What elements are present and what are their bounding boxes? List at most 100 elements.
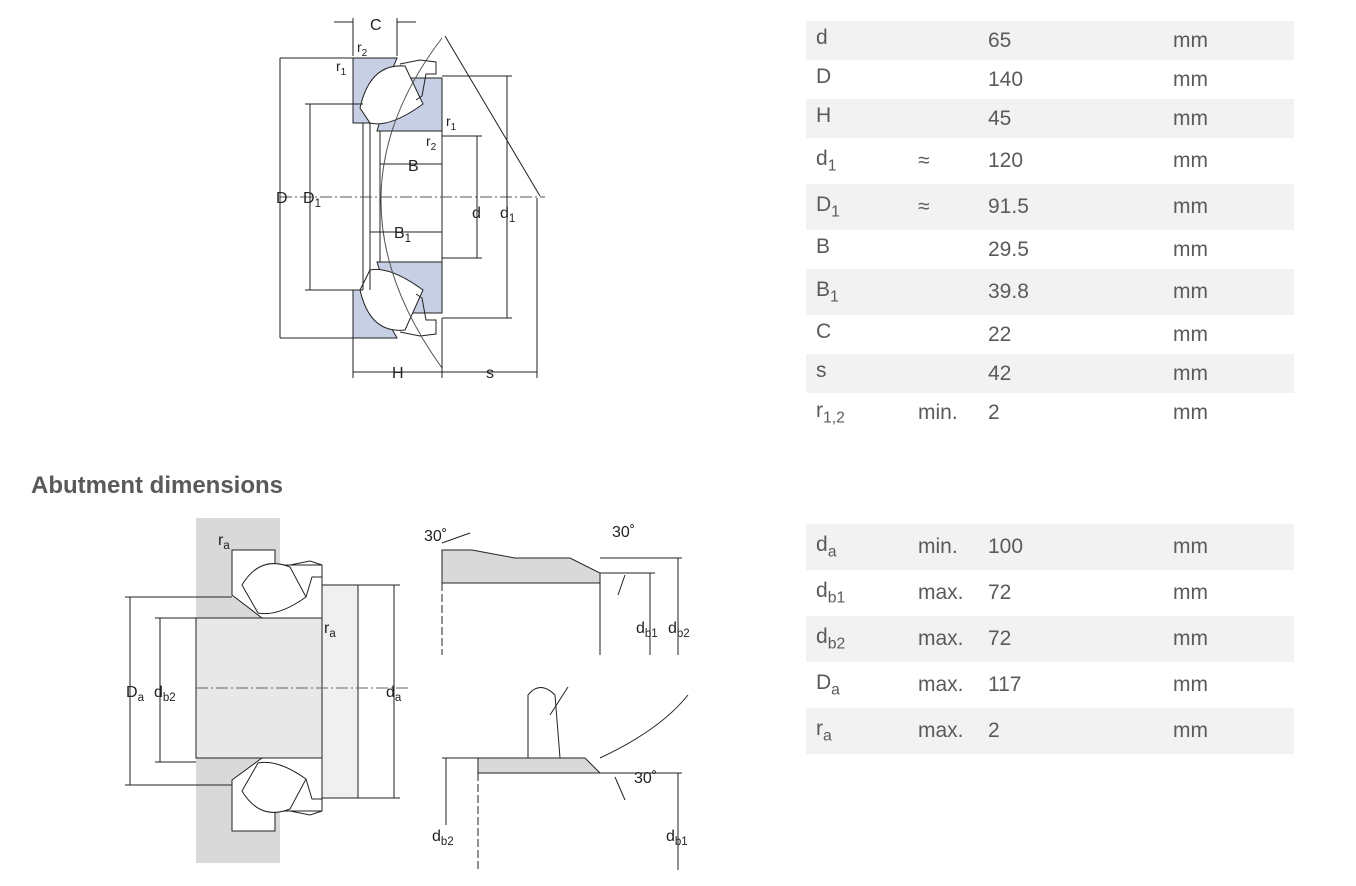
label-r1-top: r1 [336,58,347,78]
dimension-unit: mm [1173,149,1208,172]
roller-bottom [359,268,424,331]
label-ra-shaft: ra [324,620,336,640]
dimension-value: 39.8 [978,269,1163,315]
dimension-symbol: d1 [816,146,837,175]
bearing-cross-section-drawing: C r2 r1 r1 r2 B B1 D D1 d d1 H s [276,17,545,382]
dimension-unit: mm [1163,708,1294,754]
dimension-qualifier: max. [908,616,978,662]
dimension-qualifier [908,354,978,393]
abutment-dimensions-table: da min. 100 mm db1 max. 72 mm db2 max. 7… [806,524,1294,754]
dimension-qualifier: min. [908,524,978,570]
table-row: db1 max. 72 mm [806,570,1294,616]
abutment-drawing: ra ra Da db2 da [125,518,410,863]
dimension-value: 22 [988,322,1012,346]
dimension-value: 140 [988,67,1024,91]
dimension-symbol: d [806,21,908,60]
dimension-value: 29.5 [988,237,1029,261]
table-row: ra max. 2 mm [806,708,1294,754]
dimension-qualifier [908,230,978,269]
table-row: d 65 mm [806,21,1294,60]
label-d: d [472,205,481,222]
cage-top [399,59,437,101]
label-db2-lower: db2 [432,828,454,848]
table-row: H 45 mm [806,99,1294,138]
label-db2: db2 [154,684,176,704]
bearing-dimensions-table: d 65 mm D 140 mm H 45 mm d1 ≈ 120 mm D1 … [806,21,1294,433]
dimension-qualifier: max. [908,708,978,754]
table-row: s 42 mm [806,354,1294,393]
label-da: da [386,684,402,704]
dimension-qualifier: ≈ [918,149,930,172]
table-row: D1 ≈ 91.5 mm [806,184,1294,230]
dimension-symbol: H [806,99,908,138]
dimension-unit: mm [1163,269,1294,315]
label-Da: Da [126,684,145,704]
dimension-value: 45 [978,99,1163,138]
dimension-qualifier [908,60,978,99]
dimension-value: 42 [978,354,1163,393]
dimension-symbol: db2 [806,616,908,662]
dimension-qualifier: min. [918,401,958,424]
chamfer-detail-lower [477,757,602,774]
chamfer-detail-upper [441,549,601,584]
dimension-unit: mm [1173,322,1208,346]
dimension-value: 120 [988,149,1024,172]
label-B: B [408,158,419,175]
table-row: C 22 mm [806,315,1294,354]
dimension-value: 2 [988,401,1000,424]
table-row: da min. 100 mm [806,524,1294,570]
dimension-unit: mm [1163,99,1294,138]
label-r2-side: r2 [426,133,437,153]
label-db1-upper: db1 [636,620,658,640]
dimension-value: 65 [978,21,1163,60]
dimension-unit: mm [1163,21,1294,60]
dimension-symbol: da [806,524,908,570]
dimension-symbol: ra [806,708,908,754]
roller-top [359,65,424,125]
dimension-qualifier: ≈ [908,184,978,230]
dimension-qualifier [908,21,978,60]
label-D1: D1 [303,190,321,210]
label-angle-lower: 30˚ [634,770,657,787]
table-row: Da max. 117 mm [806,662,1294,708]
dimension-symbol: r1,2 [816,398,845,427]
table-row: db2 max. 72 mm [806,616,1294,662]
dimension-value: 2 [978,708,1163,754]
table-row: B 29.5 mm [806,230,1294,269]
dimension-unit: mm [1163,354,1294,393]
dimension-symbol: db1 [816,578,846,607]
label-r2-top: r2 [357,39,368,59]
label-B1: B1 [394,225,411,245]
dimension-unit: mm [1173,581,1208,604]
abutment-dimensions-heading: Abutment dimensions [31,472,284,499]
dimension-qualifier: max. [918,581,964,604]
chamfer-detail-drawing: 30˚ 30˚ db1 db2 30˚ db2 db1 [424,524,690,870]
table-row: d1 ≈ 120 mm [806,138,1294,184]
dimension-unit: mm [1163,616,1294,662]
dimension-value: 100 [978,524,1163,570]
dimension-symbol: B [816,235,831,259]
label-d1: d1 [500,205,515,225]
label-db2-upper: db2 [668,620,690,640]
label-angle-upper-right: 30˚ [612,524,635,541]
dimension-value: 117 [988,673,1022,696]
label-r1-side: r1 [446,113,457,133]
shaft-shoulder [321,584,359,799]
dimension-unit: mm [1173,67,1208,91]
dimension-symbol: D1 [806,184,908,230]
label-D: D [276,190,288,207]
dimension-value: 72 [988,581,1012,604]
dimension-unit: mm [1163,184,1294,230]
dimension-value: 91.5 [978,184,1163,230]
label-s: s [486,365,494,382]
label-C: C [370,17,382,34]
dimension-unit: mm [1173,673,1208,696]
cage-bottom [399,293,437,337]
dimension-qualifier: max. [918,673,964,696]
label-angle-upper-left: 30˚ [424,528,447,545]
dimension-symbol: B1 [806,269,908,315]
label-db1-lower: db1 [666,828,688,848]
dimension-unit: mm [1173,237,1208,261]
label-ra-top: ra [218,532,230,552]
dimension-symbol: D [816,65,832,89]
